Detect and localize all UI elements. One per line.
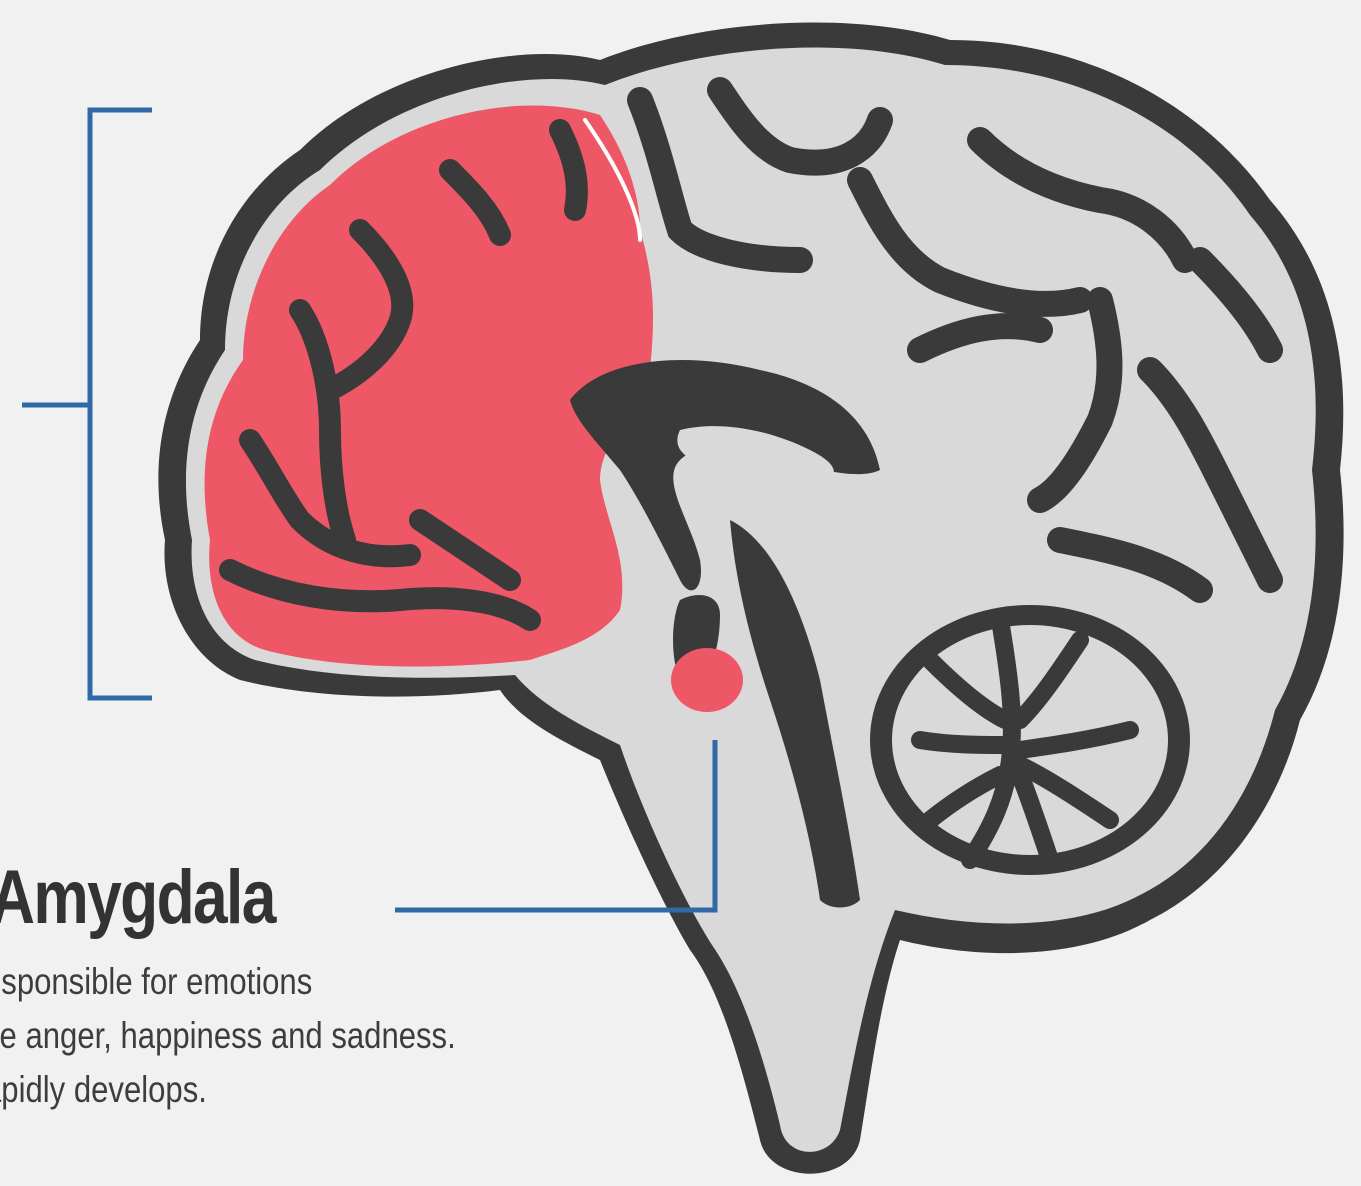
amygdala-description: esponsible for emotions ke anger, happin… — [0, 955, 456, 1117]
bracket-marker-icon — [22, 110, 152, 698]
description-line: apidly develops. — [0, 1063, 456, 1117]
amygdala-title: Amygdala — [0, 860, 275, 936]
description-line: ke anger, happiness and sadness. — [0, 1009, 456, 1063]
amygdala-highlight[interactable] — [671, 648, 743, 712]
description-line: esponsible for emotions — [0, 955, 456, 1009]
